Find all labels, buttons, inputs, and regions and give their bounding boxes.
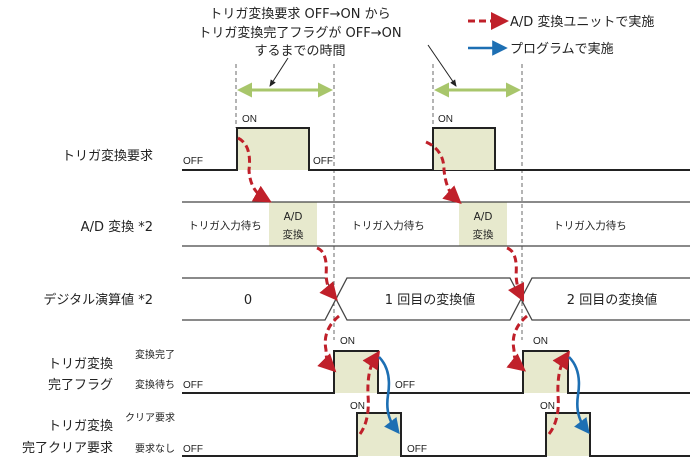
digital-value-row: 0 1 回目の変換値 2 回目の変換値 — [182, 277, 690, 321]
legend-blue-label: プログラムで実施 — [510, 41, 614, 57]
legend: A/D 変換ユニットで実施 プログラムで実施 — [468, 12, 654, 57]
legend-red-label: A/D 変換ユニットで実施 — [510, 14, 654, 30]
off-label: OFF — [183, 444, 203, 455]
pointer-arrow-1 — [269, 57, 289, 87]
state-high-label: クリア要求 — [125, 412, 175, 424]
on-label: ON — [533, 336, 548, 347]
state-waiting: トリガ入力待ち — [188, 219, 262, 232]
pointer-arrow-2 — [427, 44, 457, 87]
value-second: 2 回目の変換値 — [567, 292, 657, 308]
ad-conversion-row: トリガ入力待ち A/D 変換 トリガ入力待ち A/D 変換 トリガ入力待ち — [182, 201, 690, 247]
row-label-clear-2: 完了クリア要求 — [22, 441, 113, 456]
on-label: ON — [340, 336, 355, 347]
state-high-label: 変換完了 — [135, 348, 175, 361]
on-label: ON — [242, 114, 257, 125]
row-label-flag-1: トリガ変換 — [48, 356, 113, 372]
state-converting: 変換 — [283, 228, 304, 241]
time-markers — [235, 64, 523, 340]
off-label: OFF — [183, 156, 203, 167]
state-waiting: トリガ入力待ち — [351, 219, 425, 232]
clear-request-signal: クリア要求 要求なし OFF ON OFF ON — [125, 401, 690, 457]
off-label: OFF — [183, 380, 203, 391]
trigger-request-signal: OFF ON OFF ON — [182, 114, 690, 171]
ad-unit-arrows — [237, 136, 570, 435]
annotation-line-1: トリガ変換要求 OFF→ON から — [209, 6, 390, 22]
state-low-label: 要求なし — [135, 443, 175, 455]
row-label-ad-conversion: A/D 変換 *2 — [81, 219, 153, 235]
state-low-label: 変換待ち — [135, 378, 175, 391]
on-label: ON — [540, 401, 555, 412]
state-converting: 変換 — [473, 228, 494, 241]
on-label: ON — [350, 401, 365, 412]
annotation-line-3: するまでの時間 — [254, 44, 345, 59]
annotation: トリガ変換要求 OFF→ON から トリガ変換完了フラグが OFF→ON するま… — [198, 6, 457, 87]
state-converting: A/D — [284, 211, 303, 223]
row-label-digital-value: デジタル演算値 *2 — [43, 292, 153, 308]
off-label: OFF — [395, 380, 415, 391]
complete-flag-signal: 変換完了 変換待ち OFF ON OFF ON — [135, 336, 690, 394]
off-label: OFF — [407, 444, 427, 455]
off-label: OFF — [313, 156, 333, 167]
row-label-trigger-request: トリガ変換要求 — [62, 148, 153, 164]
value-first: 1 回目の変換値 — [385, 292, 475, 308]
row-label-flag-2: 完了フラグ — [48, 378, 113, 393]
row-label-clear-1: トリガ変換 — [48, 418, 113, 434]
value-initial: 0 — [244, 293, 252, 308]
state-waiting: トリガ入力待ち — [553, 219, 627, 232]
state-converting: A/D — [474, 211, 493, 223]
annotation-line-2: トリガ変換完了フラグが OFF→ON — [198, 25, 401, 41]
on-label: ON — [438, 114, 453, 125]
program-arrows — [378, 356, 590, 435]
